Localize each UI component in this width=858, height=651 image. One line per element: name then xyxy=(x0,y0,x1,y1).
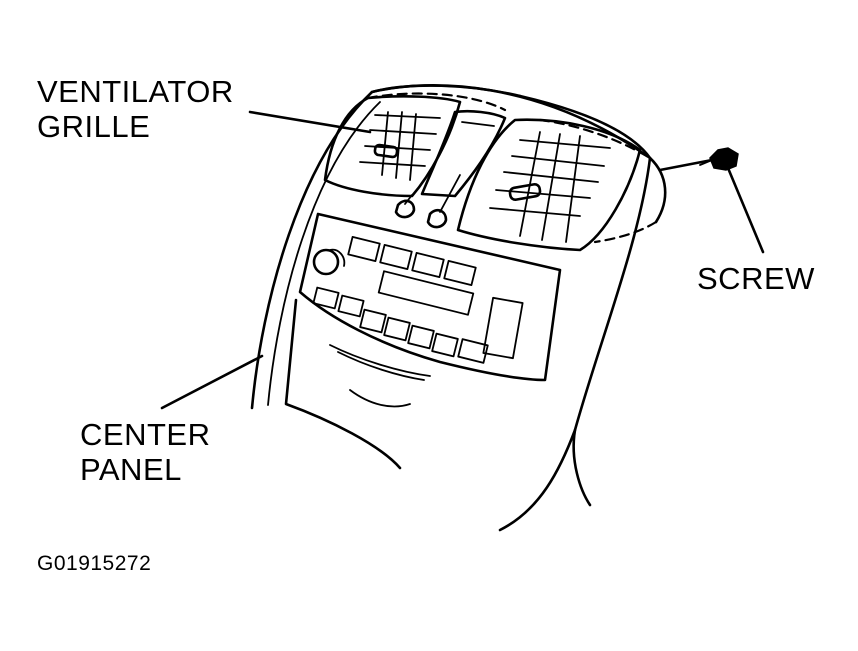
label-ventilator-grille-line1: VENTILATOR xyxy=(37,74,234,109)
right-ventilator-grille xyxy=(456,118,642,252)
center-panel-outline xyxy=(250,84,667,532)
grille-clips xyxy=(394,174,461,229)
left-ventilator-grille xyxy=(323,92,507,198)
figure-code: G01915272 xyxy=(37,552,152,575)
label-ventilator-grille-line2: GRILLE xyxy=(37,109,151,144)
audio-control-unit xyxy=(298,212,562,382)
leader-lines xyxy=(160,110,765,410)
label-screw: SCREW xyxy=(697,261,815,296)
label-center-panel-line1: CENTER xyxy=(80,417,211,452)
screw-icon xyxy=(699,147,739,171)
middle-vent-strip xyxy=(420,109,507,198)
lower-pocket xyxy=(284,298,431,470)
label-center-panel-line2: PANEL xyxy=(80,452,182,487)
